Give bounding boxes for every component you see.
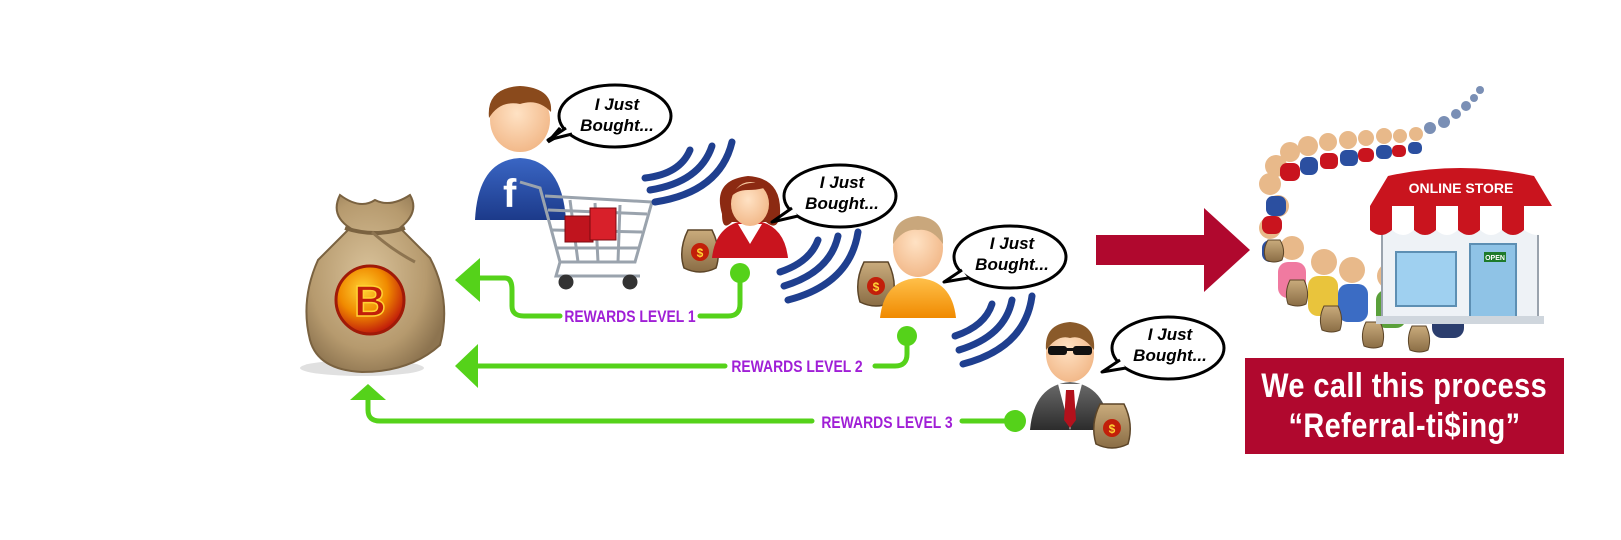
bubble-2-line-2: Bought... (805, 194, 879, 213)
connector-level-2 (475, 335, 910, 369)
node-level-1 (730, 263, 750, 283)
shopping-cart-icon (519, 180, 654, 290)
store-sign: ONLINE STORE (1409, 180, 1514, 196)
speech-bubble-1: I Just Bought... (546, 83, 673, 149)
bubble-4-line-1: I Just (1148, 325, 1194, 344)
mini-coin-symbol: $ (1109, 422, 1116, 436)
bubble-1-line-1: I Just (595, 95, 641, 114)
arrowhead-level-3 (350, 384, 386, 400)
wifi-signal-icon (776, 228, 862, 304)
caption-line-1: We call this process (1261, 367, 1548, 405)
mini-money-bag-icon: $ (857, 261, 895, 307)
store-open-sign: OPEN (1485, 255, 1505, 262)
rewards-level-1-label: REWARDS LEVEL 1 (564, 308, 696, 327)
mini-money-bag-icon: $ (1093, 403, 1131, 449)
bubble-3-line-2: Bought... (975, 255, 1049, 274)
mini-money-bag-icon: $ (681, 229, 719, 273)
bald-user-icon (880, 216, 956, 318)
wifi-signal-icon (951, 292, 1036, 368)
businessman-icon (1030, 322, 1110, 430)
mini-coin-symbol: $ (873, 280, 880, 294)
bubble-1-line-2: Bought... (580, 116, 654, 135)
node-level-3 (1004, 410, 1026, 432)
mini-coin-symbol: $ (697, 246, 704, 260)
wifi-signal-icon (641, 138, 736, 206)
online-store-icon: OPEN ONLINE STORE (1370, 168, 1552, 324)
bubble-4-line-2: Bought... (1133, 346, 1207, 365)
caption-box: We call this process “Referral-ti$ing” (1245, 358, 1564, 454)
facebook-user-icon: f (475, 86, 566, 220)
coin-letter: B (354, 277, 386, 326)
connector-level-3 (365, 395, 1008, 424)
coin-b-icon (334, 264, 406, 336)
speech-bubble-3: I Just Bought... (942, 224, 1068, 290)
arrowhead-level-1 (455, 258, 480, 302)
bubble-3-line-1: I Just (990, 234, 1036, 253)
rewards-level-3-label: REWARDS LEVEL 3 (821, 414, 953, 433)
node-level-2 (897, 326, 917, 346)
rewards-level-2-label: REWARDS LEVEL 2 (731, 358, 863, 377)
arrowhead-level-2 (455, 344, 478, 388)
woman-user-icon (712, 176, 788, 258)
speech-bubble-2: I Just Bought... (770, 163, 898, 229)
speech-bubble-4: I Just Bought... (1100, 315, 1226, 381)
connector-level-1 (477, 272, 743, 319)
bubble-2-line-1: I Just (820, 173, 866, 192)
money-bag-icon: B (300, 193, 446, 376)
big-arrow-icon (1096, 208, 1250, 292)
caption-line-2: “Referral-ti$ing” (1288, 407, 1521, 445)
facebook-logo-icon: f (503, 172, 517, 216)
